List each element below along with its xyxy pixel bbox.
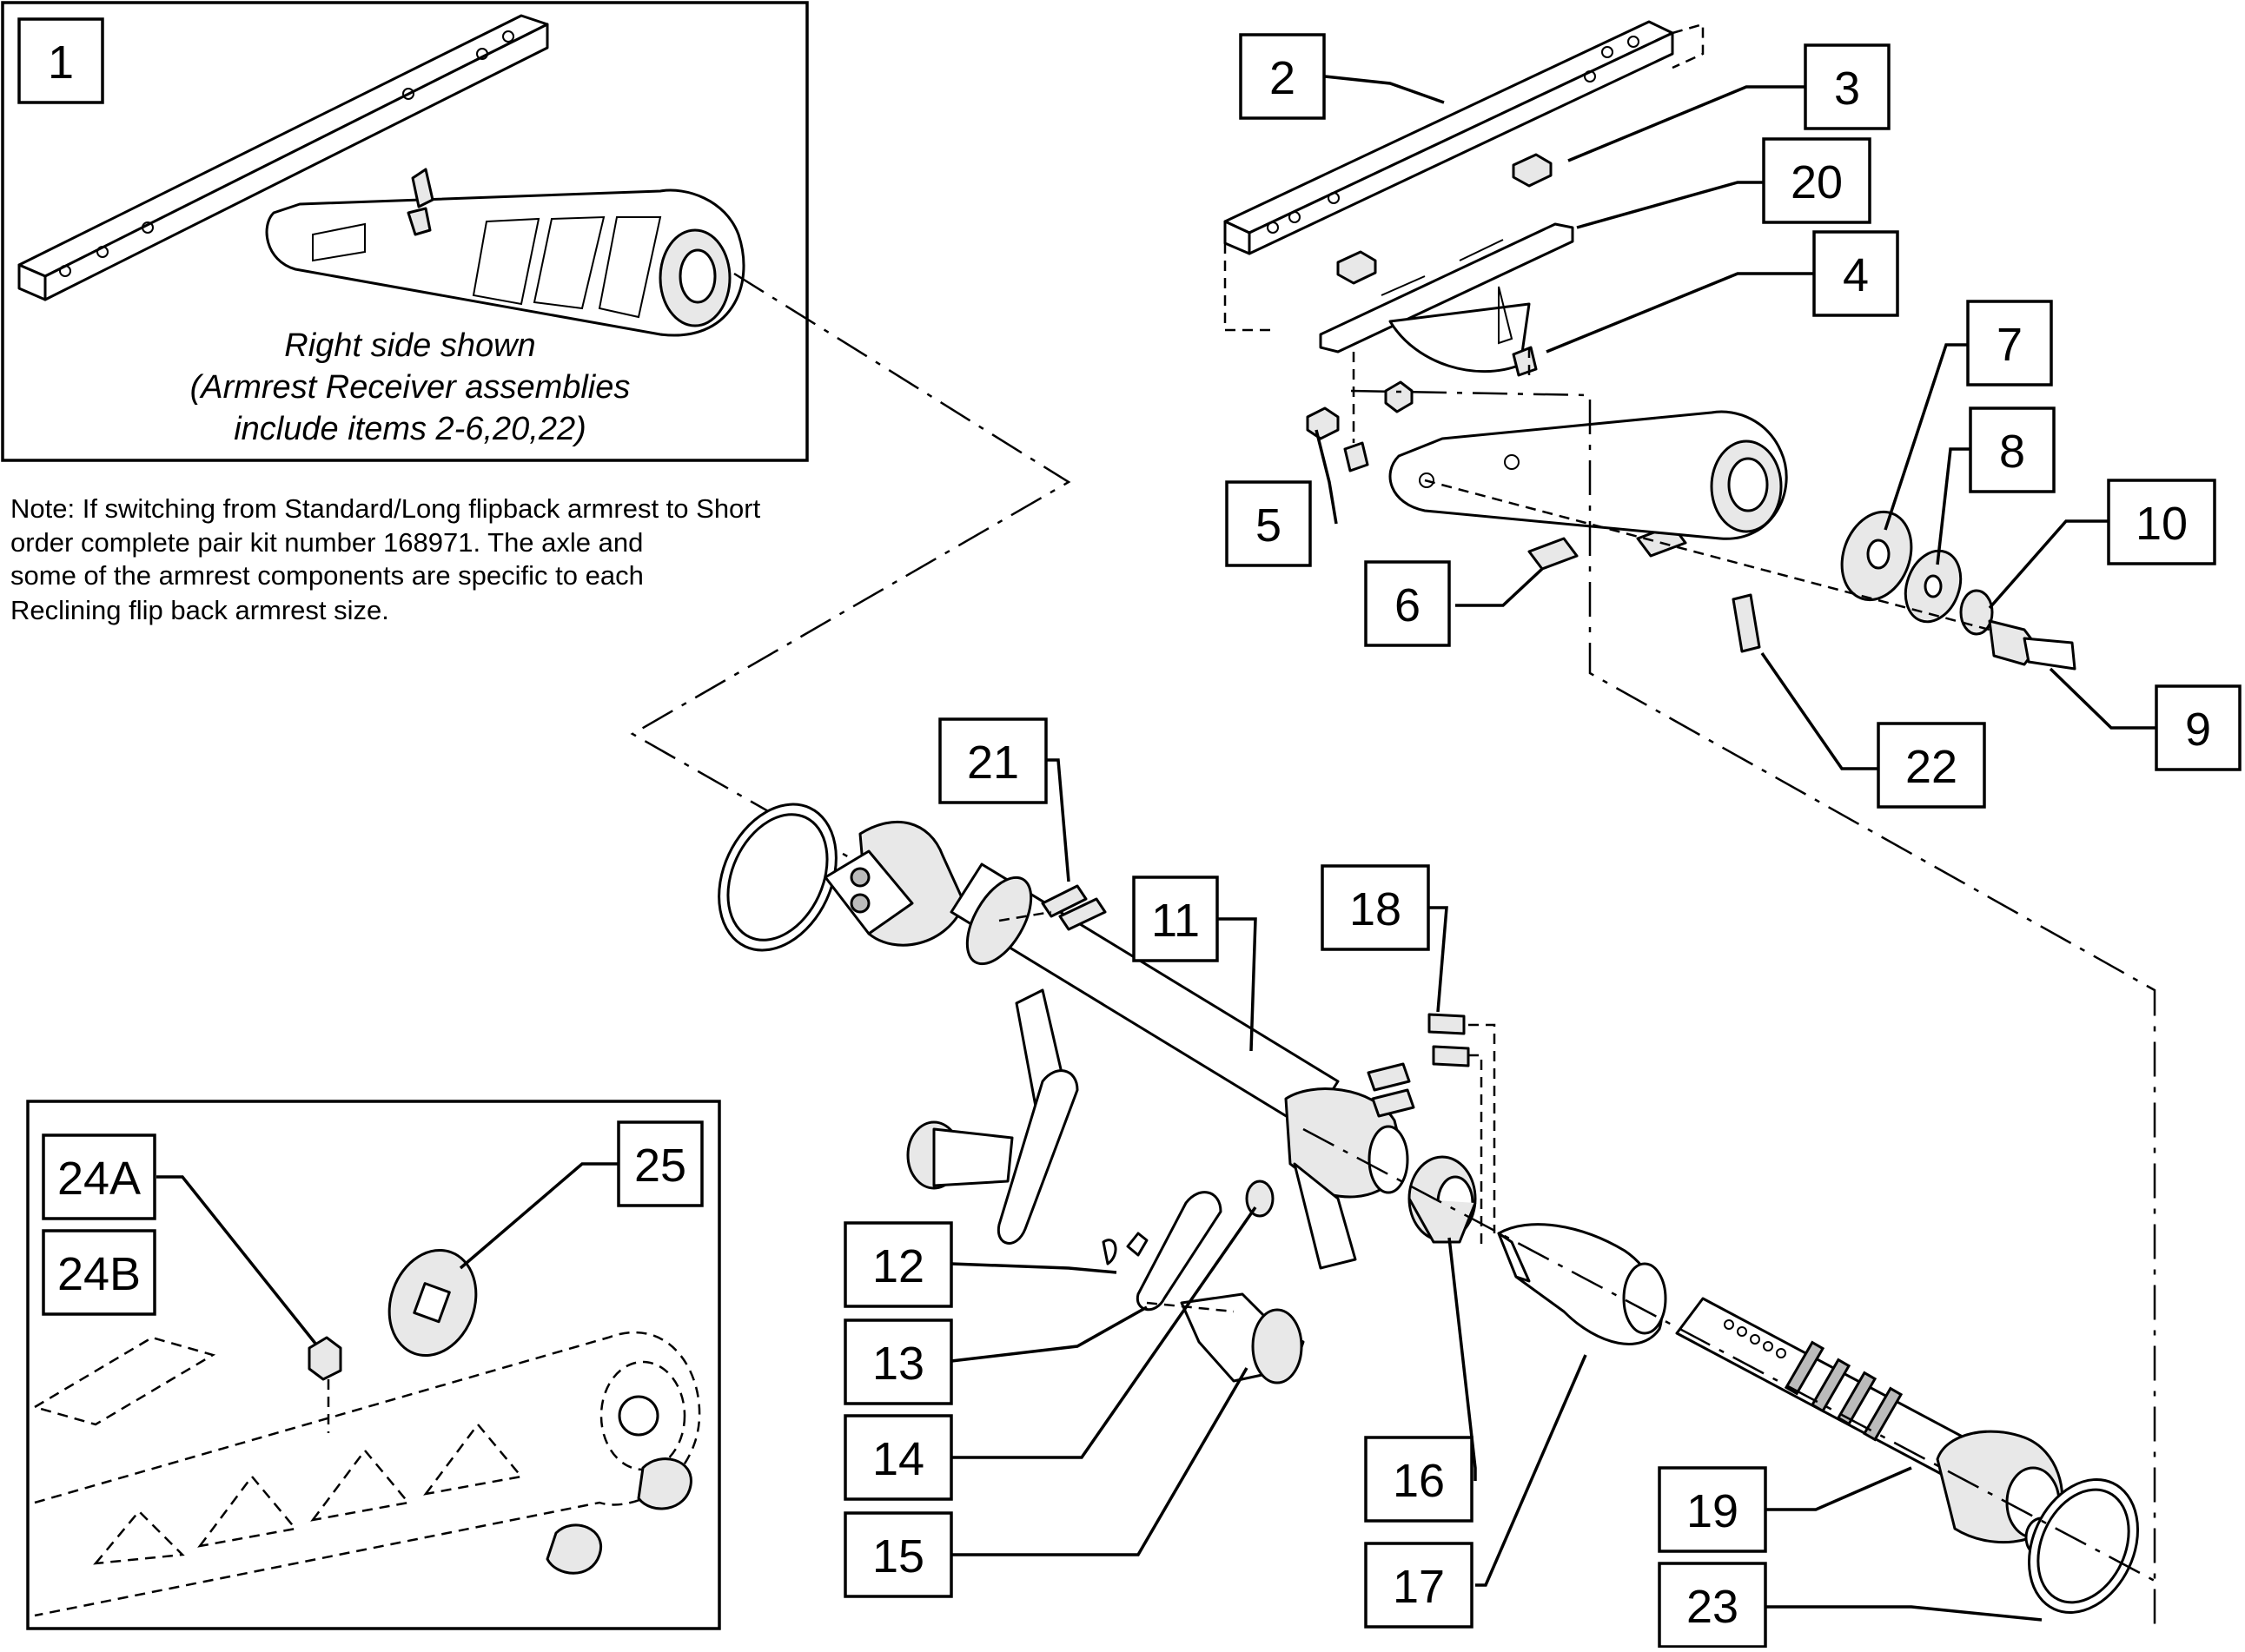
svg-text:13: 13 [872,1338,924,1390]
centerline-right [1350,389,2156,1633]
svg-text:10: 10 [2136,498,2188,550]
svg-text:6: 6 [1394,579,1421,631]
washers-7-8-10-bolt-9-part [1424,479,2076,671]
inset-caption-line2: (Armrest Receiver assemblies [190,369,631,406]
screws-18-part [1367,1013,1496,1251]
bushing-16-part [1407,1155,1477,1244]
svg-text:9: 9 [2185,704,2211,756]
bracket-17-part [1497,1223,1667,1345]
svg-text:14: 14 [872,1433,924,1485]
svg-text:17: 17 [1393,1561,1445,1613]
callout-9: 9 [2155,684,2242,771]
callout-8: 8 [1969,406,2056,493]
callout-15: 15 [844,1511,953,1598]
centerline-axle [1302,1127,2156,1583]
callout-4: 4 [1812,230,1899,317]
svg-text:5: 5 [1255,499,1281,552]
svg-text:22: 22 [1905,741,1957,793]
svg-text:16: 16 [1393,1455,1445,1507]
callout-5: 5 [1225,480,1312,567]
armrest-receiver-part [1388,410,1788,540]
svg-text:18: 18 [1349,883,1401,935]
svg-text:15: 15 [872,1530,924,1583]
svg-text:11: 11 [1151,895,1200,947]
inset-armrest-receiver [265,168,745,337]
callout-12: 12 [844,1221,953,1308]
inset-receiver-dashed [31,1331,701,1617]
callout-3: 3 [1804,43,1891,130]
inset-frame [1,1,809,462]
callout-25: 25 [617,1120,704,1207]
svg-text:8: 8 [1999,426,2025,478]
nut-plate-3-part [1336,153,1553,285]
note-line3: some of the armrest components are speci… [10,560,644,591]
callout-24a: 24A [42,1133,156,1220]
svg-text:25: 25 [634,1140,686,1192]
centerline-left [630,272,1071,870]
svg-text:2: 2 [1269,52,1295,104]
inset-assembled-view: Right side shown (Armrest Receiver assem… [1,1,809,462]
inset-rail [17,14,549,301]
svg-text:23: 23 [1686,1581,1738,1633]
callout-1: 1 [17,17,104,104]
rail-2-part [1223,20,1705,332]
washer-left-part [718,803,838,952]
callout-10: 10 [2107,479,2216,565]
callout-11: 11 [1132,876,1219,962]
callout-18: 18 [1321,864,1430,951]
svg-text:7: 7 [1997,319,2023,371]
callout-16: 16 [1364,1436,1473,1523]
bracket-20-part [1319,222,1574,373]
note-line1: Note: If switching from Standard/Long fl… [10,493,761,524]
callout-24b: 24B [42,1229,156,1316]
svg-text:24A: 24A [57,1153,141,1205]
washer-25-part [387,1248,478,1358]
svg-text:20: 20 [1791,156,1843,208]
inset-caption-line3: include items 2-6,20,22) [234,411,586,447]
washer-23-part [2028,1477,2139,1615]
clip-24-part [308,1336,342,1433]
callout-23: 23 [1658,1562,1767,1649]
svg-text:12: 12 [872,1240,924,1292]
leader-lines [156,75,2156,1622]
callout-17: 17 [1364,1542,1473,1629]
inset-caption-line1: Right side shown [284,327,535,364]
callout-14: 14 [844,1414,953,1501]
callout-13: 13 [844,1318,953,1405]
note-line4: Reclining flip back armrest size. [10,595,389,625]
inset-receiver-clips [26,1100,721,1630]
callout-6: 6 [1364,560,1451,647]
svg-text:3: 3 [1834,63,1860,115]
callout-7: 7 [1966,300,2053,387]
svg-text:24B: 24B [57,1248,141,1300]
callout-19: 19 [1658,1466,1767,1553]
callout-21: 21 [938,717,1048,804]
inset-frame-bottom [26,1100,721,1630]
svg-text:4: 4 [1843,249,1869,301]
svg-text:19: 19 [1686,1485,1738,1537]
callout-2: 2 [1239,33,1326,120]
screws-21-part [998,884,1107,931]
axle-11-part [824,820,1409,1270]
note: Note: If switching from Standard/Long fl… [10,493,761,625]
callout-20: 20 [1762,137,1871,224]
link-lever-12-13-14-15-part [906,1069,1305,1384]
clip-assembled-parts [546,1395,692,1575]
callout-22: 22 [1877,722,1986,809]
svg-text:21: 21 [967,737,1019,789]
note-line2: order complete pair kit number 168971. T… [10,527,643,558]
svg-text:1: 1 [48,36,74,89]
